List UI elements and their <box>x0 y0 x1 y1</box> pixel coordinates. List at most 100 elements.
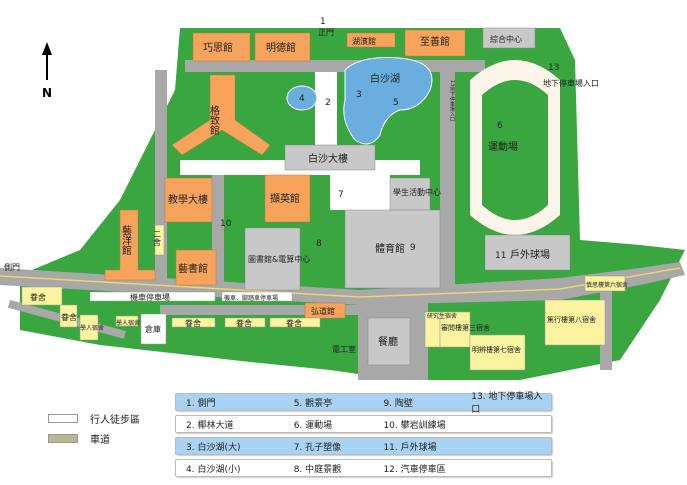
family-housing-5[interactable] <box>269 317 321 328</box>
label-family3: 眷舍 <box>185 318 201 328</box>
marker-9: 9 <box>410 243 416 253</box>
building-qiaosi[interactable] <box>192 32 251 62</box>
label-gezhi: 格致館 <box>208 104 220 136</box>
label-yiyang: 藝洋館 <box>120 224 132 256</box>
legend-item: 13. 地下停車場入口 <box>471 392 543 415</box>
label-family2: 眷舍 <box>61 312 77 322</box>
marker-1: 1 <box>320 17 326 27</box>
building-baisha[interactable] <box>284 144 376 171</box>
legend-item: 8. 中庭景觀 <box>293 464 342 475</box>
building-gezhi[interactable] <box>171 74 271 156</box>
warehouse[interactable] <box>140 313 167 345</box>
legend-item: 10. 攀岩訓練場 <box>383 420 446 431</box>
marker-4: 4 <box>299 94 305 104</box>
compass-north-icon: N <box>42 42 52 100</box>
legend-item: 2. 椰林大道 <box>186 420 234 431</box>
label-shensi: 慎思樓第六宿舍 <box>586 281 628 289</box>
building-teaching[interactable] <box>164 177 213 223</box>
family-housing-4[interactable] <box>224 317 266 328</box>
moto-bike-parking[interactable] <box>221 291 293 302</box>
legend-item: 1. 側門 <box>186 398 216 409</box>
pedestrian-areas <box>180 60 560 235</box>
label-duxing: 篤行樓第八宿舍 <box>547 315 596 324</box>
building-hubin[interactable] <box>346 32 396 48</box>
map-key: 行人徒步區 車道 <box>48 408 140 448</box>
pedestrian-swatch <box>48 413 78 423</box>
marker-5: 5 <box>393 98 399 108</box>
scholar-dorm-2[interactable] <box>115 315 139 327</box>
building-yishu[interactable] <box>175 249 217 286</box>
mingbian-dorm[interactable] <box>469 334 526 371</box>
outdoor-court[interactable] <box>484 234 571 271</box>
legend-item: 6. 運動場 <box>293 420 333 431</box>
building-mingde[interactable] <box>254 32 311 62</box>
label-electric: 電工室 <box>332 344 356 354</box>
marker-13: 13 <box>548 63 559 73</box>
label-baisha-lake: 白沙湖 <box>370 72 400 85</box>
legend-row: 4. 白沙湖(小) 8. 中庭景觀 12. 汽車停車區 <box>175 459 552 477</box>
scholar-dorm-1[interactable] <box>79 314 99 341</box>
label-qiaosi: 巧思館 <box>203 41 233 54</box>
dorm-2[interactable] <box>154 224 165 256</box>
legend-item: 12. 汽車停車區 <box>383 464 446 475</box>
shensi-dorm[interactable] <box>584 275 626 292</box>
marker-3: 3 <box>356 90 362 100</box>
building-yiyang[interactable] <box>104 209 156 281</box>
road-swatch <box>48 433 78 443</box>
building-xieying[interactable] <box>264 174 311 223</box>
shenwen-dorm[interactable] <box>439 311 471 348</box>
label-hubin: 湖濱館 <box>352 36 376 46</box>
duxing-dorm[interactable] <box>544 299 606 346</box>
building-student-center[interactable] <box>389 177 431 211</box>
legend-item: 3. 白沙湖(大) <box>186 442 241 453</box>
label-mingbian: 明辨樓第七宿舍 <box>472 345 521 354</box>
building-library[interactable] <box>244 227 301 291</box>
moto-parking[interactable] <box>89 291 216 302</box>
label-sports-field: 運動場 <box>488 140 518 153</box>
label-zonghe: 綜合中心 <box>490 34 522 44</box>
label-underground-vertical: 13地下停車場入口 <box>449 80 455 123</box>
marker-2: 2 <box>325 98 331 108</box>
label-xieying: 擷英館 <box>270 192 300 205</box>
family-housing-2[interactable] <box>59 304 78 328</box>
legend-item: 11. 戶外球場 <box>383 442 437 453</box>
label-hongdao: 弘道館 <box>311 306 335 316</box>
label-mingde: 明德館 <box>266 41 296 54</box>
label-zhishan: 至善館 <box>420 35 450 48</box>
label-library: 圖書館&電算中心 <box>248 254 310 264</box>
baisha-lake-large <box>343 57 433 145</box>
legend-row: 3. 白沙湖(大) 7. 孔子塑像 11. 戶外球場 <box>175 437 552 455</box>
marker-7: 7 <box>338 190 344 200</box>
label-family4: 眷舍 <box>236 318 252 328</box>
family-housing-1[interactable] <box>21 286 63 306</box>
legend-item: 4. 白沙湖(小) <box>186 464 241 475</box>
label-dining: 餐廳 <box>378 335 398 348</box>
building-hongdao[interactable] <box>304 302 346 319</box>
label-grad-dorm: 研究生宿舍 <box>427 312 457 320</box>
building-gym[interactable] <box>344 209 441 289</box>
label-yishu: 藝書館 <box>178 262 208 275</box>
label-teaching: 教學大樓 <box>168 193 208 206</box>
legend-row: 2. 椰林大道 6. 運動場 10. 攀岩訓練場 <box>175 415 552 433</box>
label-warehouse: 倉庫 <box>145 324 161 334</box>
label-dorm2: 二舍 <box>153 230 162 247</box>
label-gym: 體育館 <box>375 242 405 255</box>
label-moto-bike-parking: 機車、腳踏車停車場 <box>224 294 278 302</box>
building-zhishan[interactable] <box>404 29 466 57</box>
marker-10: 10 <box>220 219 232 229</box>
legend-item: 7. 孔子塑像 <box>293 442 342 453</box>
key-pedestrian: 行人徒步區 <box>90 414 140 426</box>
label-side-gate: 側門 <box>4 262 20 272</box>
label-student-center: 學生活動中心 <box>393 187 441 197</box>
label-underground-entrance: 地下停車場入口 <box>543 78 599 88</box>
marker-11: 11 <box>495 251 506 261</box>
label-baisha-building: 白沙大樓 <box>308 152 348 165</box>
family-housing-3[interactable] <box>171 317 216 328</box>
building-dining[interactable] <box>367 317 411 366</box>
building-zonghe[interactable] <box>482 27 536 49</box>
label-outdoor-court: 戶外球場 <box>510 248 550 261</box>
marker-6: 6 <box>497 121 503 131</box>
label-shenwen: 審問樓第三宿舍 <box>441 323 490 332</box>
label-scholar2: 學人宿舍 <box>116 319 140 327</box>
